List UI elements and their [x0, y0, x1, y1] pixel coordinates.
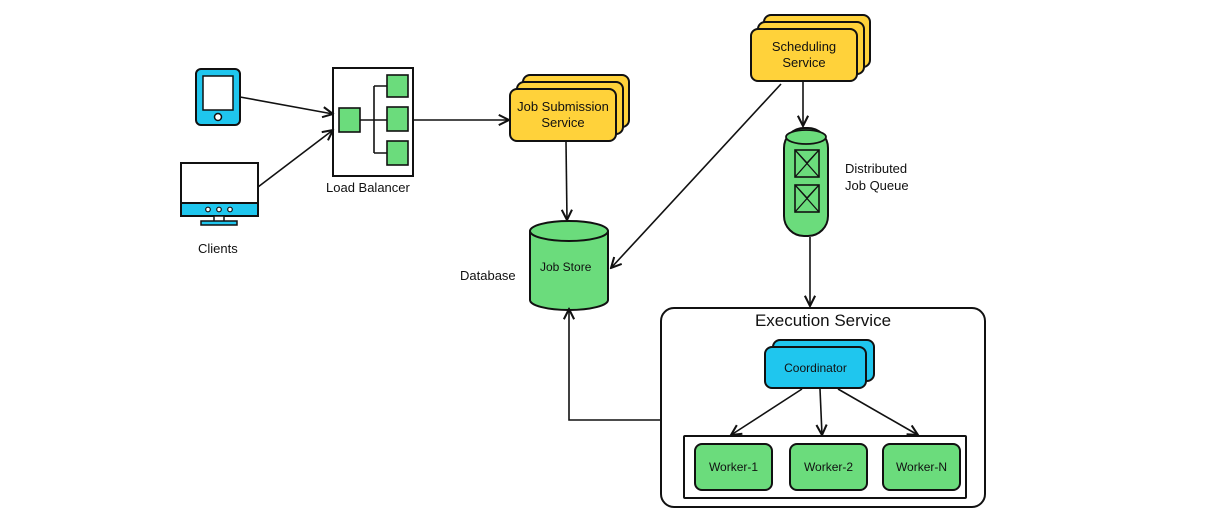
arrow-coordinator-to-worker-1 — [731, 388, 803, 435]
coordinator-label: Coordinator — [784, 360, 847, 375]
job-submission-service-label: Job Submission Service — [517, 99, 609, 130]
arrow-coordinator-to-worker-2 — [820, 388, 822, 435]
database-label: Database — [460, 268, 516, 283]
tablet-icon — [195, 68, 241, 126]
worker-n-label: Worker-N — [895, 460, 948, 474]
scheduling-service-node: Scheduling Service — [750, 28, 858, 82]
envelope-icon — [794, 149, 820, 178]
envelope-icon — [794, 184, 820, 213]
worker-n-node: Worker-N — [882, 443, 961, 491]
execution-service-title: Execution Service — [754, 311, 892, 330]
arrow-coordinator-to-worker-n — [837, 388, 918, 435]
clients-label: Clients — [198, 241, 238, 256]
connection-arrows — [239, 82, 918, 435]
workers-group — [683, 435, 967, 499]
desktop-monitor-icon — [180, 162, 259, 226]
job-store-database — [529, 220, 609, 311]
worker-2-node: Worker-2 — [789, 443, 868, 491]
arrow-execution-to-db — [569, 309, 660, 421]
job-submission-service-node: Job Submission Service — [509, 88, 617, 142]
job-store-label: Job Store — [540, 260, 592, 274]
distributed-job-queue-label: Distributed Job Queue — [845, 161, 909, 193]
load-balancer-node — [332, 67, 414, 177]
load-balancer-label: Load Balancer — [326, 180, 410, 195]
arrow-desktop-to-lb — [257, 130, 333, 188]
arrow-submission-to-db — [566, 141, 567, 220]
execution-service-container — [660, 307, 986, 508]
worker-2-label: Worker-2 — [803, 460, 854, 474]
distributed-job-queue — [783, 127, 829, 237]
worker-1-label: Worker-1 — [708, 460, 759, 474]
arrow-scheduling-to-db — [611, 83, 782, 268]
worker-1-node: Worker-1 — [694, 443, 773, 491]
scheduling-service-label: Scheduling Service — [771, 39, 837, 70]
coordinator-node: Coordinator — [764, 346, 867, 389]
arrow-tablet-to-lb — [239, 96, 333, 114]
